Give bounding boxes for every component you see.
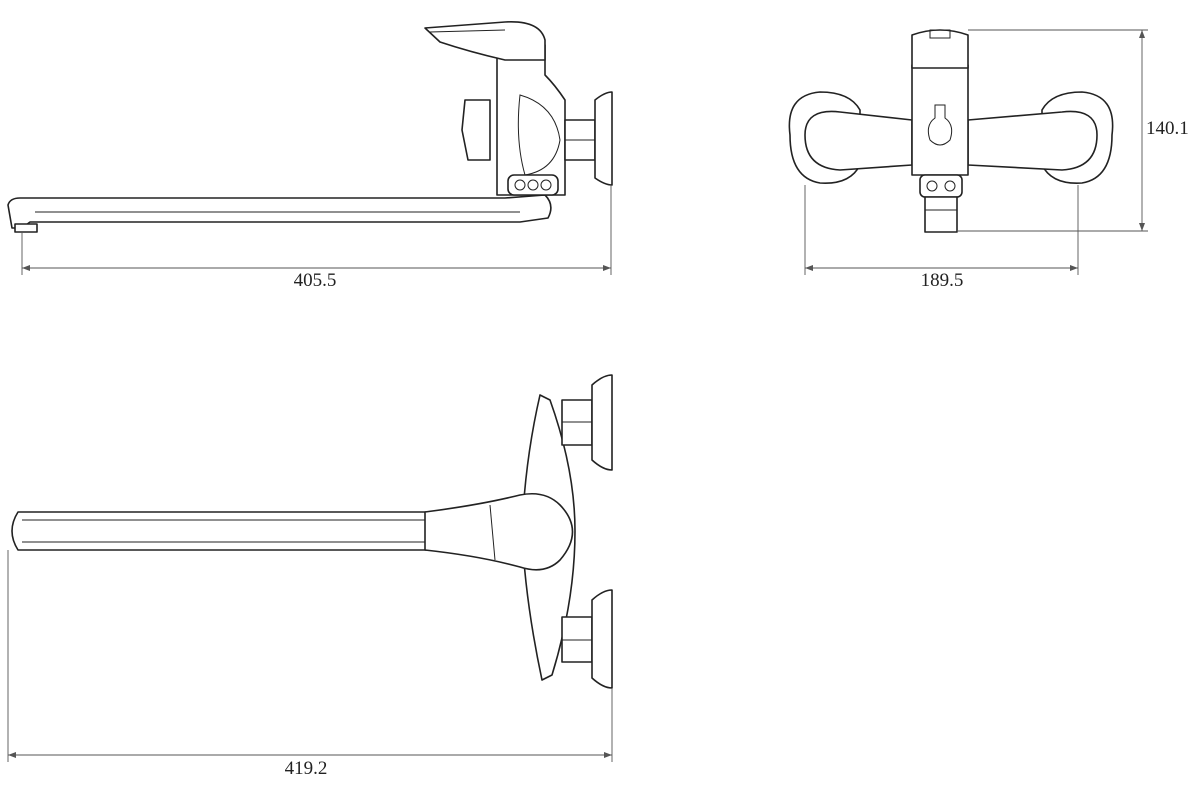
- side-view: [7, 21, 613, 275]
- dimension-label-height: 140.1: [1146, 118, 1189, 139]
- handle-body: [424, 492, 574, 571]
- keyhole: [927, 104, 953, 146]
- bottom-wall-flange: [591, 589, 613, 689]
- handle-cap: [911, 29, 969, 69]
- dimension-label-length: 405.5: [293, 270, 337, 291]
- mixer-body: [496, 44, 566, 196]
- mixer-body: [911, 64, 969, 176]
- dimension-label-total-length: 419.2: [284, 758, 328, 779]
- wall-flange: [594, 91, 613, 186]
- outlet-nut: [924, 196, 958, 233]
- top-wall-flange: [591, 374, 613, 471]
- dimension-label-width: 189.5: [920, 270, 964, 291]
- diverter-knob: [461, 99, 491, 161]
- top-view: [7, 374, 613, 762]
- spout: [11, 511, 431, 551]
- front-view: [788, 29, 1148, 275]
- handle-lever: [424, 21, 546, 61]
- aerator: [14, 223, 38, 233]
